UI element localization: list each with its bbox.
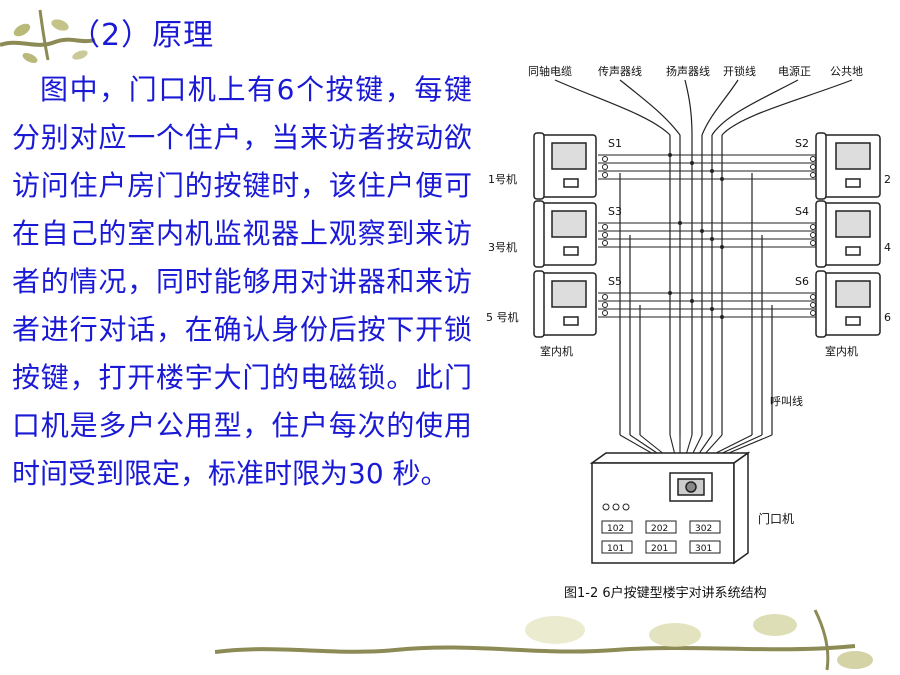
wire-label-unlock: 开锁线	[723, 64, 756, 78]
indoor-label-left: 室内机	[540, 344, 573, 358]
door-unit-label: 门口机	[758, 511, 794, 526]
switch-label-s4: S4	[795, 205, 809, 218]
decorative-vine-bottom	[215, 609, 873, 671]
door-button-202: 202	[651, 524, 668, 534]
page-title: （2）原理	[70, 18, 215, 53]
figure-caption: 图1-2 6户按键型楼宇对讲系统结构	[564, 585, 767, 601]
indoor-unit-right-2	[815, 132, 881, 200]
unit-label-2: 2	[884, 173, 891, 186]
switch-label-s1: S1	[608, 137, 622, 150]
indoor-unit-left-3	[533, 200, 597, 268]
wire-label-mic: 传声器线	[598, 64, 642, 78]
switch-label-s2: S2	[795, 137, 809, 150]
indoor-unit-right-6	[815, 270, 881, 338]
indoor-unit-left-1	[533, 132, 597, 200]
door-button-201: 201	[651, 544, 668, 554]
unit-label-1: 1号机	[488, 172, 517, 186]
intercom-system-diagram: 同轴电缆 传声器线 扬声器线 开锁线 电源正 公共地	[486, 64, 891, 601]
call-line-label: 呼叫线	[770, 394, 803, 408]
unit-label-3: 3号机	[488, 240, 517, 254]
door-button-301: 301	[695, 544, 712, 554]
wire-label-power: 电源正	[778, 64, 811, 78]
unit-label-5: 5 号机	[486, 310, 519, 324]
door-button-302: 302	[695, 524, 712, 534]
door-button-101: 101	[607, 544, 624, 554]
body-paragraph: 图中，门口机上有6个按键，每键分别对应一个住户，当来访者按动欲访问住户房门的按键…	[12, 73, 472, 490]
decorative-vine-top-left	[0, 9, 96, 63]
switch-label-s3: S3	[608, 205, 622, 218]
wire-label-coax: 同轴电缆	[528, 64, 572, 78]
wire-label-ground: 公共地	[830, 65, 863, 78]
unit-label-4: 4	[884, 241, 891, 254]
switch-label-s6: S6	[795, 275, 809, 288]
door-button-102: 102	[607, 524, 624, 534]
switch-label-s5: S5	[608, 275, 622, 288]
unit-label-6: 6	[884, 311, 891, 324]
wire-label-speaker: 扬声器线	[666, 64, 710, 78]
indoor-unit-right-4	[815, 200, 881, 268]
indoor-unit-left-5	[533, 270, 597, 338]
indoor-label-right: 室内机	[825, 344, 858, 358]
